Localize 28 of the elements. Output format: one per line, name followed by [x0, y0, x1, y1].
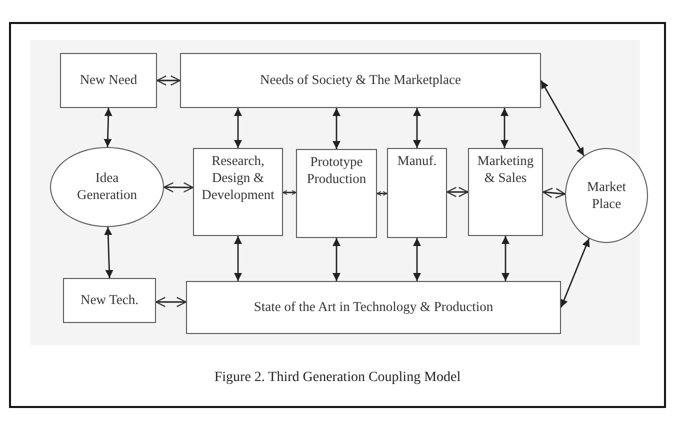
double-arrow [155, 296, 187, 308]
double-arrow [104, 108, 112, 148]
figure-caption: Figure 2. Third Generation Coupling Model [213, 370, 462, 386]
double-arrow [234, 236, 242, 281]
process-box: New Tech. [63, 278, 156, 323]
double-arrow [282, 190, 296, 195]
process-box: Prototype Production [296, 149, 377, 238]
process-box: Marketing & Sales [468, 148, 543, 236]
double-arrow [540, 80, 584, 156]
double-arrow [163, 182, 194, 193]
double-arrow [332, 108, 340, 149]
process-box: Manuf. [387, 148, 447, 238]
double-arrow [446, 186, 469, 198]
double-arrow [542, 188, 566, 198]
wide-box: Needs of Society & The Marketplace [180, 53, 541, 108]
process-box: New Need [60, 53, 157, 108]
double-arrow [502, 236, 510, 281]
double-arrow [376, 191, 388, 196]
double-arrow [560, 238, 590, 308]
double-arrow [234, 108, 242, 148]
double-arrow [104, 226, 114, 278]
double-arrow [500, 108, 508, 148]
process-box: Research, Design & Development [193, 148, 283, 236]
wide-box: State of the Art in Technology & Production [186, 281, 561, 334]
double-arrow [332, 238, 340, 281]
double-arrow [413, 108, 421, 148]
double-arrow [156, 75, 181, 86]
double-arrow [413, 238, 421, 281]
